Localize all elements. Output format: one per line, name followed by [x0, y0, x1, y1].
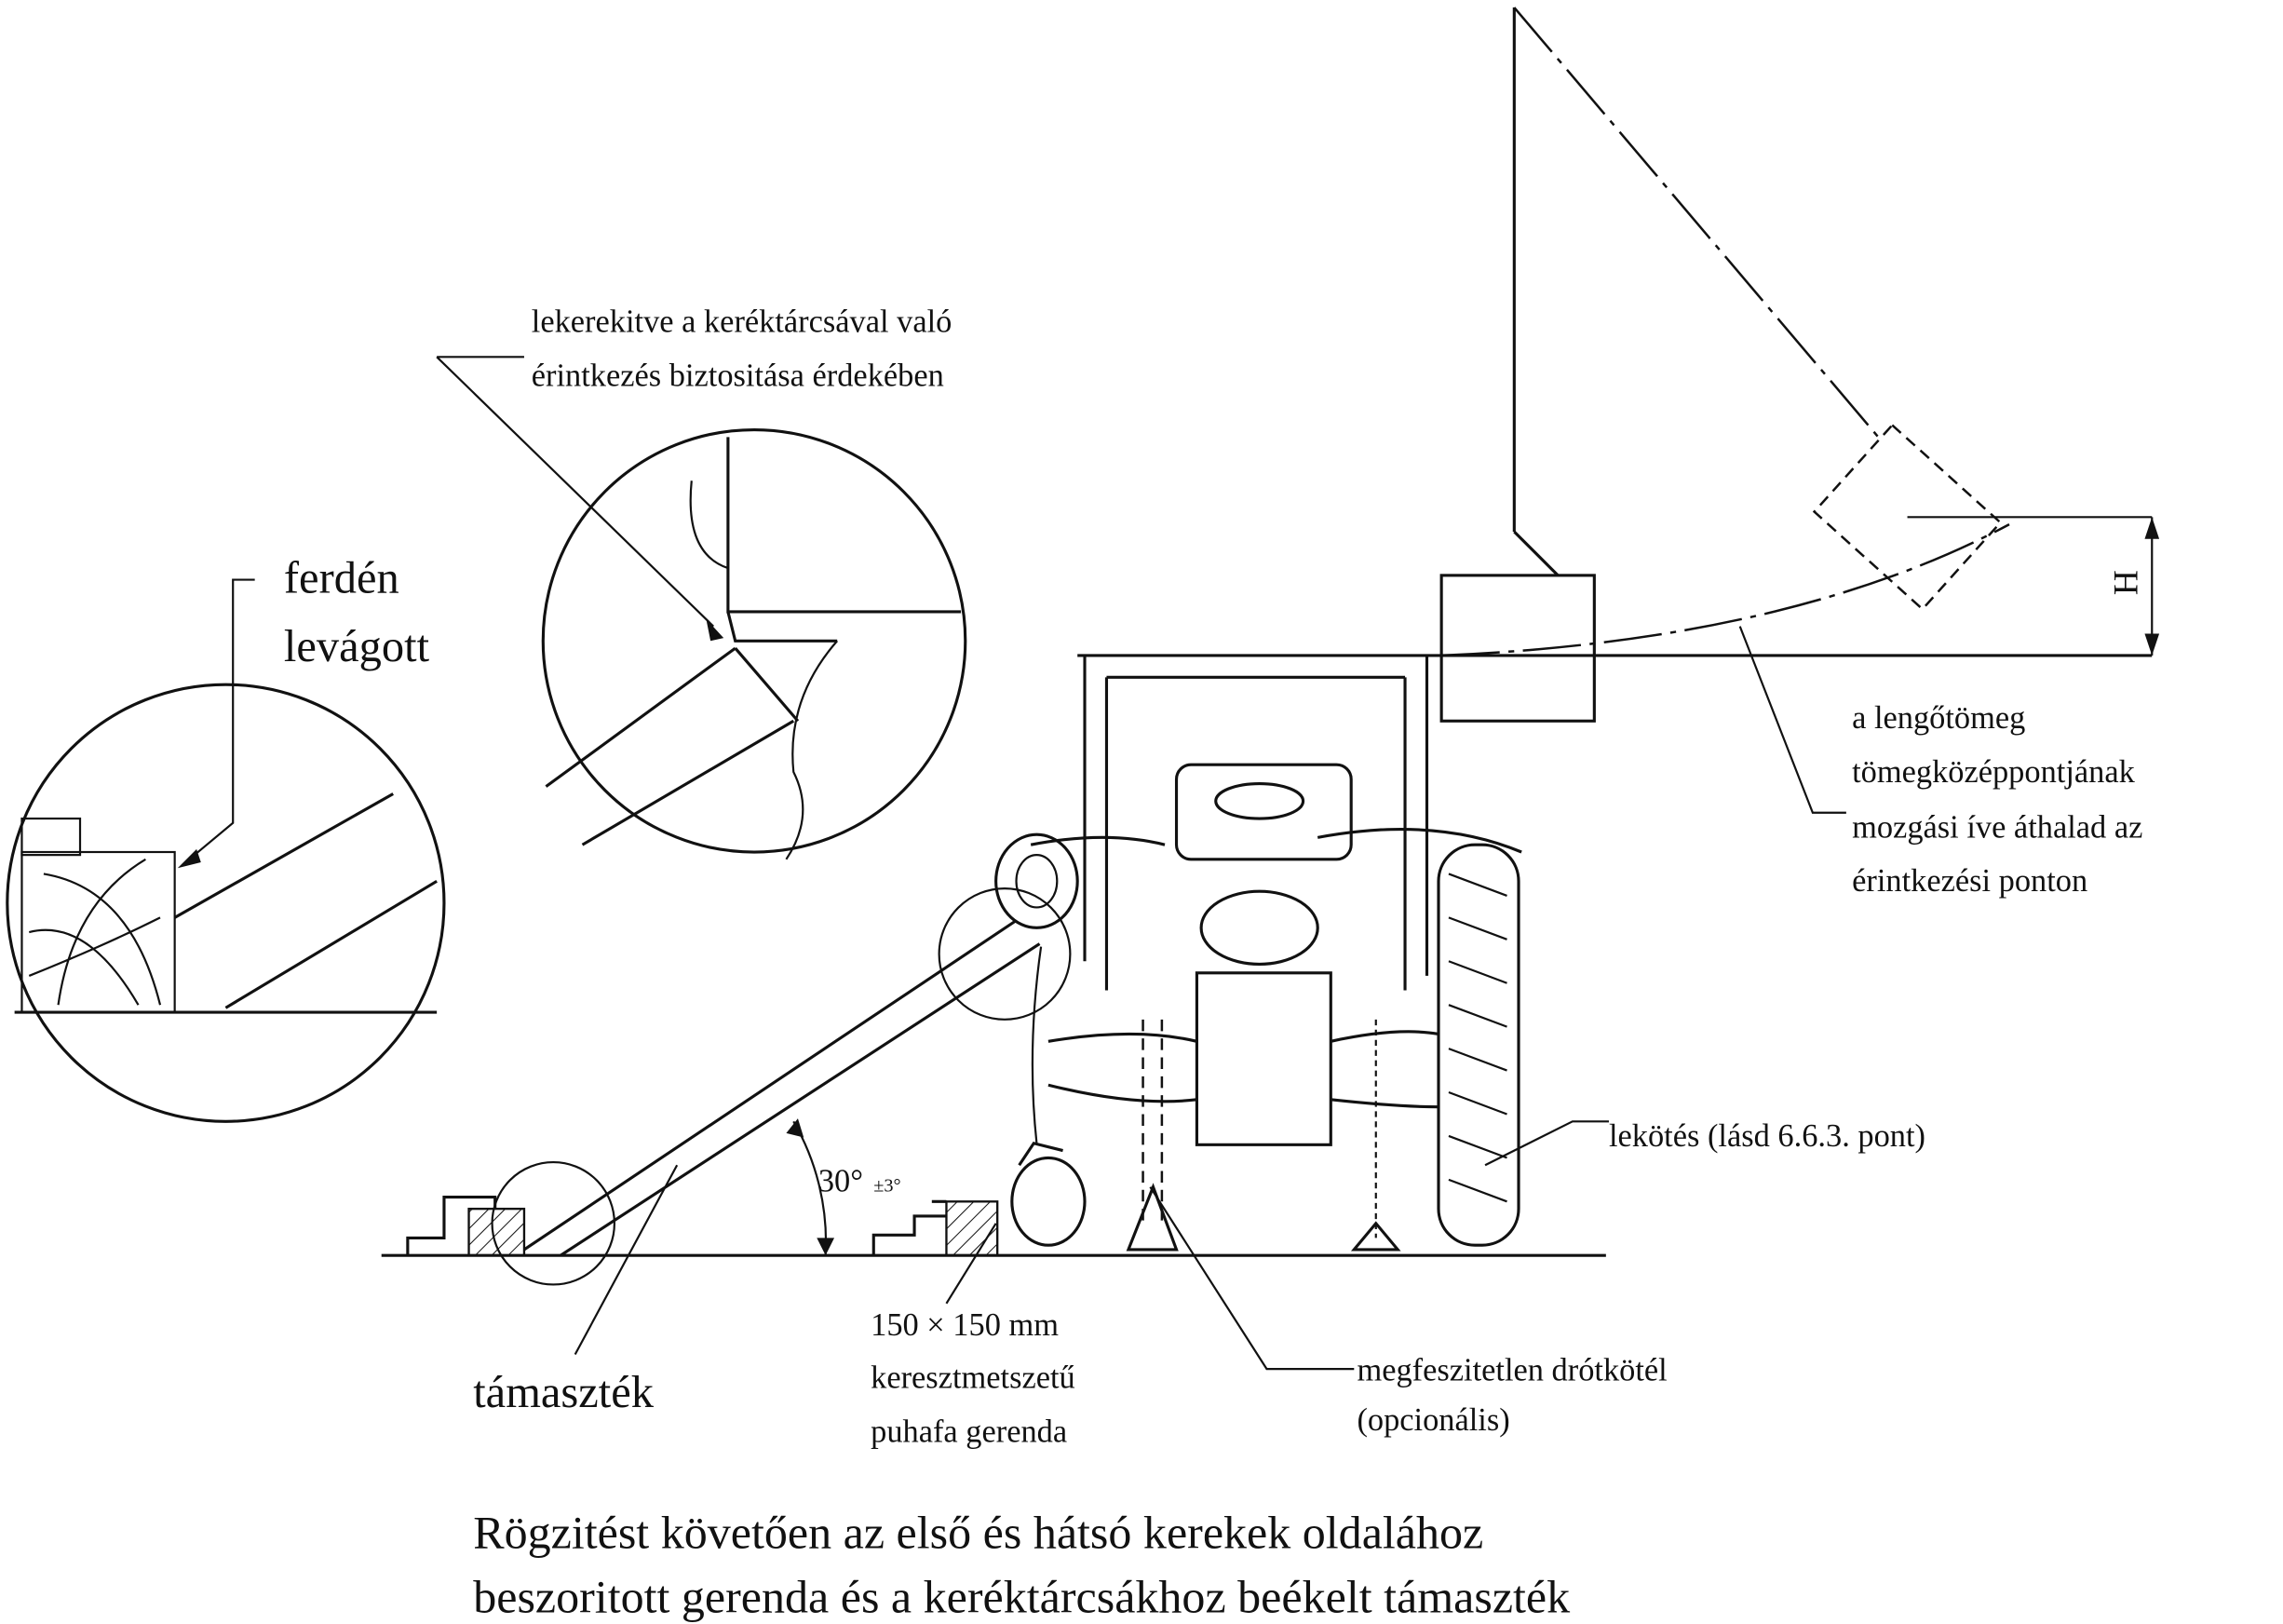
label-beam-1: 150 × 150 mm — [871, 1307, 1059, 1343]
tractor — [871, 655, 1609, 1371]
label-angle: 30° — [818, 1163, 863, 1198]
label-arc-3: mozgási íve áthalad az — [1852, 809, 2142, 845]
label-bevel-2: levágott — [284, 622, 430, 671]
label-angle-tolerance: ±3° — [873, 1175, 900, 1196]
caption-line-2: beszoritott gerenda és a keréktárcsákhoz… — [473, 1570, 1571, 1622]
height-label: H — [2108, 570, 2146, 595]
support-beam — [406, 887, 1072, 1356]
label-bevel-1: ferdén — [284, 554, 399, 603]
detail-bevel — [6, 578, 446, 1123]
label-lashing: lekötés (lásd 6.6.3. pont) — [1609, 1118, 1925, 1154]
label-beam-3: puhafa gerenda — [871, 1414, 1067, 1449]
label-beam-2: keresztmetszetű — [871, 1360, 1075, 1395]
label-rope-2: (opcionális) — [1357, 1402, 1509, 1438]
label-support: támaszték — [473, 1368, 655, 1417]
label-arc-1: a lengőtömeg — [1852, 700, 2025, 736]
pendulum: H — [1077, 7, 2160, 814]
label-rounded-2: érintkezés biztositása érdekében — [532, 359, 944, 394]
caption-line-1: Rögzitést követően az első és hátsó kere… — [473, 1506, 1483, 1558]
label-arc-2: tömegközéppontjának — [1852, 754, 2135, 790]
label-arc-4: érintkezési ponton — [1852, 863, 2087, 899]
label-rounded-1: lekerekitve a keréktárcsával való — [532, 304, 952, 340]
detail-rounded — [436, 356, 967, 860]
label-rope-1: megfeszitetlen drótkötél — [1357, 1353, 1667, 1388]
